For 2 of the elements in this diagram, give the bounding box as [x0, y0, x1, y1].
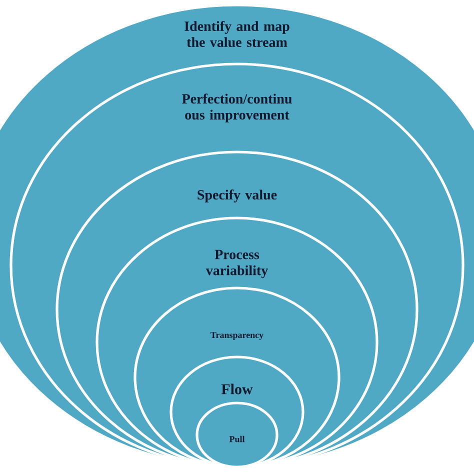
node-label: Pull: [229, 436, 245, 442]
ring-band: Pull: [196, 402, 278, 468]
